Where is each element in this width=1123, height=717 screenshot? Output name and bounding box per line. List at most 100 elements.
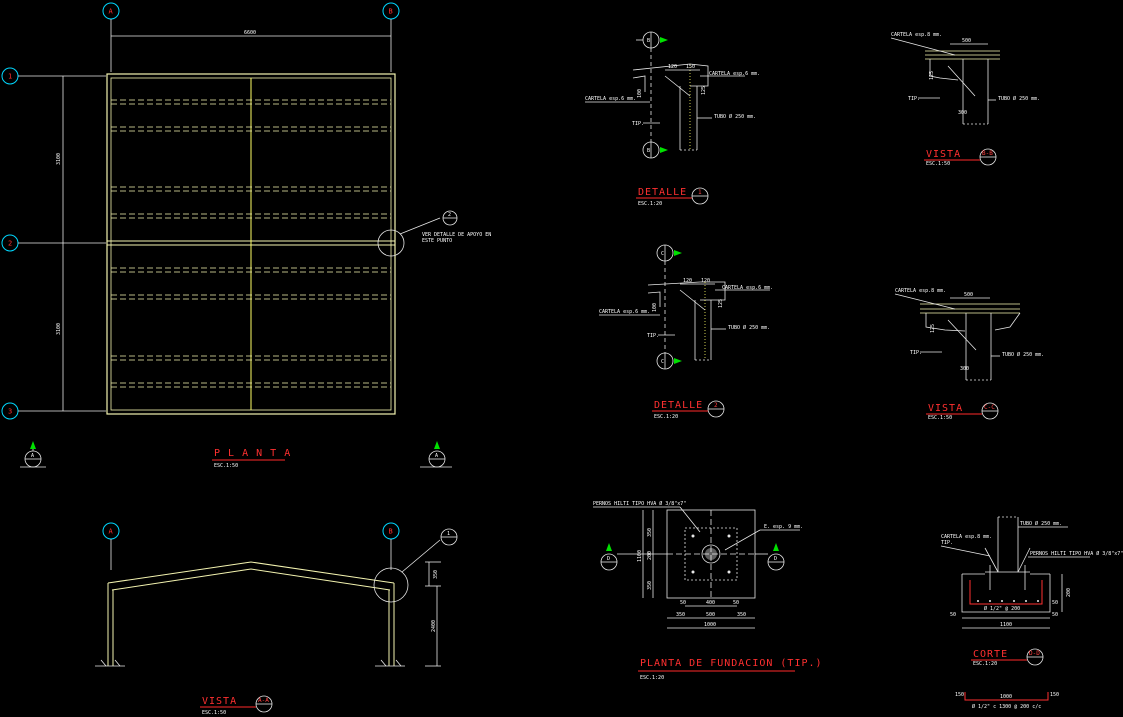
- svg-text:300: 300: [960, 366, 969, 372]
- rafter-profile: [647, 281, 726, 301]
- vista-aa-view: A B 1 350 2400 VISTA A: [95, 522, 458, 716]
- note-tip-cc: TIP.: [910, 350, 922, 356]
- detalle-1-title: DETALLE: [638, 187, 687, 198]
- note-cartela-8-cc: CARTELA esp.8 mm.: [895, 288, 946, 294]
- dim-text-left-lower: 3100: [56, 323, 62, 335]
- note-tubo-cc: TUBO Ø 250 mm.: [1002, 351, 1044, 358]
- detail-2-ref-number: 2: [448, 212, 451, 218]
- svg-text:500: 500: [962, 38, 971, 44]
- svg-text:50: 50: [680, 600, 686, 606]
- note-tubo-dd: TUBO Ø 250 mm.: [1020, 520, 1062, 527]
- svg-text:50: 50: [1052, 600, 1058, 606]
- svg-text:A: A: [31, 453, 34, 459]
- planta-scale: ESC.1:50: [214, 463, 238, 469]
- svg-text:150: 150: [686, 64, 695, 70]
- detail-2-callout-circle: [377, 229, 405, 257]
- dim-height-text: 2400: [431, 620, 437, 632]
- svg-text:1000: 1000: [1000, 694, 1012, 700]
- rafter-bottom: [111, 568, 391, 591]
- vista-bb-title: VISTA: [926, 149, 961, 160]
- cartela-plate: [679, 289, 706, 311]
- anchor-bolts: [691, 534, 731, 574]
- section-arrow-icon: [660, 37, 668, 43]
- note-cartela-6-d1: CARTELA esp.6 mm.: [709, 71, 760, 77]
- svg-text:125: 125: [930, 324, 936, 333]
- detail-2-leader: [399, 217, 441, 235]
- purlins: [111, 99, 391, 388]
- svg-text:B: B: [647, 38, 650, 44]
- svg-text:100: 100: [652, 303, 658, 312]
- svg-text:350: 350: [676, 612, 685, 618]
- svg-text:1100: 1100: [637, 550, 643, 562]
- section-arrow-icon: [434, 441, 440, 449]
- svg-text:B: B: [647, 148, 650, 154]
- rebar-detail: [964, 692, 1049, 701]
- svg-text:500: 500: [706, 612, 715, 618]
- svg-text:50: 50: [733, 600, 739, 606]
- svg-text:150: 150: [1050, 692, 1059, 698]
- vista-cc-title: VISTA: [928, 403, 963, 414]
- cartela-plate: [664, 75, 691, 97]
- detalle-2-scale: ESC.1:20: [654, 414, 678, 420]
- cartela-right: [1017, 547, 1031, 573]
- fundacion-title: PLANTA DE FUNDACION (TIP.): [640, 658, 823, 669]
- vista-aa-title: VISTA: [202, 696, 237, 707]
- note-pernos-dd: PERNOS HILTI TIPO HVA Ø 3/8"x7": [1030, 550, 1123, 557]
- vista-bb-tag: B-B: [982, 150, 993, 157]
- rebar: [969, 580, 1043, 605]
- vista-aa-tag: A-A: [258, 697, 269, 704]
- section-mark-a-left: A: [20, 441, 46, 468]
- vista-cc-scale: ESC.1:50: [928, 415, 952, 421]
- corte-dd-tag: D-D: [1029, 650, 1040, 657]
- rafter-top: [107, 561, 395, 584]
- svg-text:1000: 1000: [704, 622, 716, 628]
- corte-dd-view: TUBO Ø 250 mm. CARTELA esp.8 mm. TIP. PE…: [940, 516, 1123, 710]
- vista-cc-view: 500 125 300 CARTELA esp.8 mm. TIP. TUBO …: [894, 288, 1044, 421]
- svg-text:500: 500: [964, 292, 973, 298]
- svg-text:350: 350: [737, 612, 746, 618]
- svg-text:125: 125: [718, 299, 724, 308]
- dim-rise-text: 350: [433, 570, 439, 579]
- planta-title: P L A N T A: [214, 448, 291, 459]
- roof-frame-outer: [106, 73, 396, 415]
- svg-text:200: 200: [1066, 588, 1072, 597]
- svg-text:350: 350: [647, 581, 653, 590]
- svg-text:D: D: [774, 556, 777, 562]
- rafter-section: [925, 313, 966, 332]
- note-tubo-d1: TUBO Ø 250 mm.: [714, 113, 756, 120]
- fundacion-scale: ESC.1:20: [640, 675, 664, 681]
- detalle-1-view: B B 120 150 100 125 CARTELA esp.6 mm. CA…: [585, 31, 760, 207]
- dim-text-left-upper: 3100: [56, 153, 62, 165]
- note-tip-dd: TIP.: [941, 540, 953, 546]
- rafter-profile: [632, 63, 709, 87]
- svg-text:120: 120: [668, 64, 677, 70]
- planta-view: A B 1 2 3 6600 3100 3100: [1, 2, 491, 469]
- grid-label-1: 1: [8, 73, 12, 81]
- section-arrow-icon: [674, 250, 682, 256]
- note-tip-d1: TIP.: [632, 121, 644, 127]
- vista-bb-view: 500 125 300 CARTELA esp.8 mm. TIP. TUBO …: [890, 32, 1040, 167]
- svg-text:120: 120: [701, 278, 710, 284]
- note-tubo-bb: TUBO Ø 250 mm.: [998, 95, 1040, 102]
- corte-dd-scale: ESC.1:20: [973, 661, 997, 667]
- detail-1-ref-number: 1: [447, 531, 450, 537]
- section-mark-a-right: A: [420, 441, 452, 468]
- footing-section: [961, 574, 1051, 613]
- svg-text:200: 200: [647, 551, 653, 560]
- svg-text:50: 50: [1052, 612, 1058, 618]
- grid-label-2: 2: [8, 240, 12, 248]
- section-arrow-icon: [30, 441, 36, 449]
- vista-aa-scale: ESC.1:50: [202, 710, 226, 716]
- rebar-dots: [977, 600, 1039, 602]
- detalle-2-title: DETALLE: [654, 400, 703, 411]
- vista-bb-scale: ESC.1:50: [926, 161, 950, 167]
- dim-text-top: 6600: [244, 30, 256, 36]
- svg-text:50: 50: [950, 612, 956, 618]
- note-tip-bb: TIP.: [908, 96, 920, 102]
- svg-text:C: C: [661, 359, 664, 365]
- svg-text:100: 100: [637, 89, 643, 98]
- corte-dd-title: CORTE: [973, 649, 1008, 660]
- note-tubo-d2: TUBO Ø 250 mm.: [728, 324, 770, 331]
- note-cartela-6-d2: CARTELA esp.6 mm.: [722, 285, 773, 291]
